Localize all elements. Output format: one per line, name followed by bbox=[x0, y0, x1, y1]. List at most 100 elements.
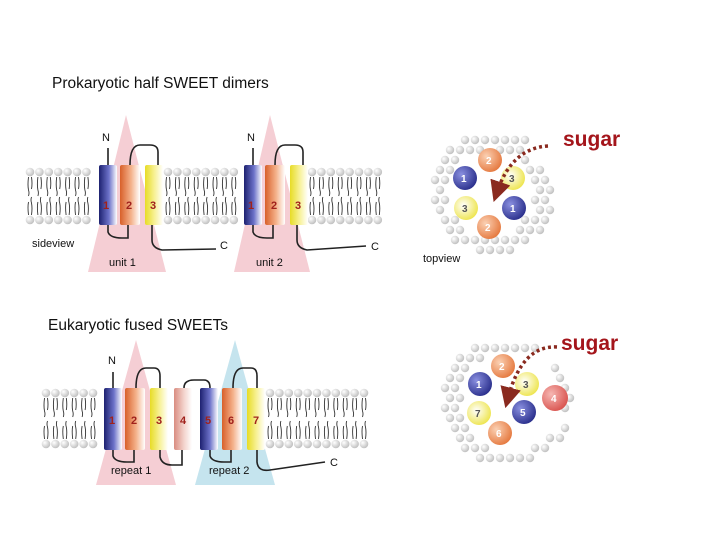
lipid-tail bbox=[347, 176, 353, 197]
lipid-head bbox=[465, 145, 475, 155]
lipid-tail bbox=[81, 397, 87, 418]
lipid-head bbox=[450, 363, 460, 373]
lipid-tail bbox=[342, 420, 348, 440]
unit1-c-terminus: C bbox=[220, 240, 228, 252]
lipid-head bbox=[60, 388, 70, 398]
lipid-head bbox=[317, 215, 326, 225]
pore-helix: 4 bbox=[542, 385, 568, 411]
membrane-bilayer-top bbox=[25, 167, 383, 225]
lipid-tail bbox=[365, 176, 371, 197]
lipid-head bbox=[530, 195, 540, 205]
lipid-head bbox=[335, 215, 345, 225]
unit2-helix-1 bbox=[244, 165, 262, 225]
lipid-head bbox=[455, 413, 465, 423]
pore-helix-label: 7 bbox=[475, 409, 481, 420]
lipid-head bbox=[450, 155, 460, 165]
unit1-helix-1-label: 1 bbox=[103, 200, 109, 212]
lipid-head bbox=[500, 135, 510, 145]
lipid-head bbox=[326, 167, 336, 177]
lipid-head bbox=[520, 215, 530, 225]
lipid-head bbox=[359, 439, 369, 449]
lipid-head bbox=[565, 393, 575, 403]
lipid-head bbox=[79, 388, 88, 398]
lipid-head bbox=[540, 443, 550, 453]
lipid-tail bbox=[352, 397, 358, 418]
unit1-helix-3 bbox=[145, 165, 163, 225]
pore-helix: 7 bbox=[467, 401, 491, 425]
euk-helix-3 bbox=[150, 388, 168, 450]
lipid-head bbox=[440, 403, 450, 413]
lipid-tail bbox=[43, 420, 49, 440]
lipid-tail bbox=[27, 176, 33, 197]
unit2-helix-2-label: 2 bbox=[271, 200, 277, 212]
lipid-head bbox=[265, 388, 275, 398]
pore-helix: 1 bbox=[453, 166, 477, 190]
unit2-helix-3-label: 3 bbox=[295, 200, 301, 212]
lipid-head bbox=[303, 388, 312, 398]
lipid-head bbox=[51, 388, 60, 398]
lipid-tail bbox=[74, 196, 80, 216]
lipid-head bbox=[331, 439, 341, 449]
lipid-head bbox=[460, 423, 470, 433]
lipid-tail bbox=[74, 176, 80, 197]
lipid-head bbox=[485, 453, 495, 463]
lipid-tail bbox=[231, 196, 237, 216]
lipid-tail bbox=[65, 176, 71, 197]
pore-helix-label: 6 bbox=[496, 429, 502, 440]
lipid-head bbox=[500, 235, 510, 245]
euk-helix-6-label: 6 bbox=[228, 415, 234, 427]
lipid-head bbox=[460, 443, 470, 453]
lipid-tail bbox=[46, 196, 52, 216]
lipid-tail bbox=[212, 196, 218, 216]
lipid-tail bbox=[184, 176, 190, 197]
lipid-tail bbox=[43, 397, 49, 418]
lipid-tail bbox=[55, 196, 61, 216]
unit1-helix-3-label: 3 bbox=[150, 200, 156, 212]
lipid-head bbox=[475, 353, 485, 363]
lipid-head bbox=[191, 167, 201, 177]
lipid-head bbox=[535, 205, 545, 215]
lipid-head bbox=[450, 235, 460, 245]
lipid-tail bbox=[333, 397, 339, 418]
euk-helix-2-label: 2 bbox=[131, 415, 137, 427]
lipid-head bbox=[450, 215, 460, 225]
unit1-label: unit 1 bbox=[109, 257, 136, 269]
lipid-tail bbox=[305, 397, 311, 418]
pore-helix-label: 1 bbox=[476, 380, 482, 391]
lipid-head bbox=[44, 167, 54, 177]
prokaryotic-topview: 2 3 1 1 3 2 sugar topview bbox=[423, 128, 620, 265]
unit1-helices: 1 2 3 bbox=[99, 165, 163, 225]
euk-helix-7-label: 7 bbox=[253, 415, 259, 427]
lipid-tail bbox=[365, 196, 371, 216]
lipid-head bbox=[445, 225, 455, 235]
lipid-tail bbox=[55, 176, 61, 197]
lipid-head bbox=[525, 453, 535, 463]
pore-helix: 1 bbox=[468, 372, 492, 396]
pore-helix-label: 3 bbox=[509, 174, 515, 185]
lipid-head bbox=[322, 388, 331, 398]
lipid-head bbox=[173, 215, 182, 225]
membrane-bilayer-bottom bbox=[41, 388, 369, 449]
lipid-tail bbox=[193, 176, 199, 197]
lipid-tail bbox=[165, 176, 171, 197]
lipid-head bbox=[450, 383, 460, 393]
lipid-head bbox=[364, 167, 373, 177]
pore-helix: 2 bbox=[478, 148, 502, 172]
lipid-head bbox=[460, 363, 470, 373]
pore-helix: 1 bbox=[502, 196, 526, 220]
lipid-head bbox=[182, 215, 192, 225]
lipid-head bbox=[210, 167, 220, 177]
lipid-head bbox=[335, 167, 345, 177]
lipid-tail bbox=[36, 196, 42, 216]
lipid-head bbox=[340, 439, 350, 449]
lipid-head bbox=[535, 165, 545, 175]
lipid-head bbox=[470, 343, 480, 353]
lipid-head bbox=[535, 225, 545, 235]
lipid-head bbox=[229, 167, 239, 177]
lipid-head bbox=[475, 245, 485, 255]
lipid-head bbox=[307, 215, 317, 225]
lipid-head bbox=[455, 225, 465, 235]
lipid-head bbox=[520, 235, 530, 245]
unit2-helix-1-label: 1 bbox=[248, 200, 254, 212]
pore-helix-label: 3 bbox=[462, 204, 468, 215]
